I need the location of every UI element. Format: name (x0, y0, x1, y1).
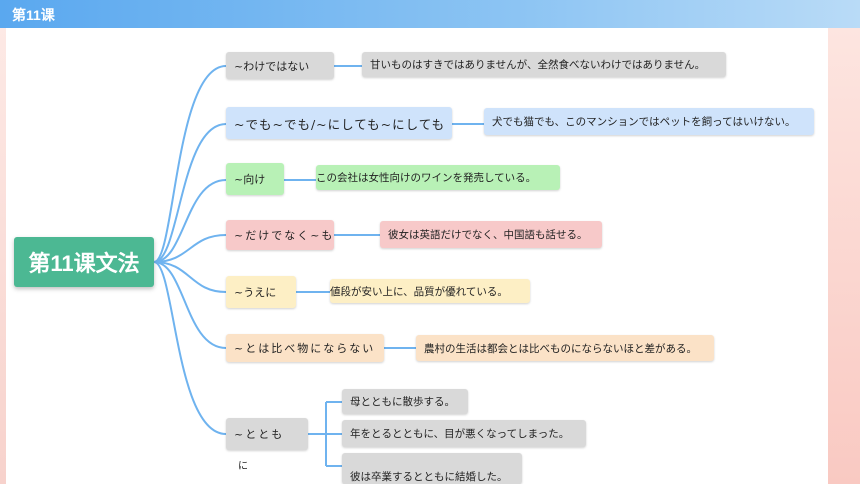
connector-root-branch-1 (153, 65, 227, 263)
example-node-muke: この会社は女性向けのワインを発売している。 (316, 165, 560, 190)
connector-root-branch-6 (153, 261, 227, 349)
grammar-node-totomoni-continuation: に (238, 461, 248, 472)
example-node-totomoni-1: 母とともに散歩する。 (342, 389, 468, 414)
connector-root-branch-2 (153, 123, 227, 263)
left-decoration (0, 28, 6, 484)
example-node-totomoni-2: 年をとるとともに、目が悪くなってしまった。 (342, 420, 586, 447)
root-node: 第11课文法 (14, 237, 154, 287)
connector-branch-7-examples (308, 401, 342, 467)
connector-root-branch-5 (153, 261, 227, 293)
grammar-node-wakedehanai: ~わけではない (226, 52, 334, 79)
example-node-ueni: 値段が安い上に、品質が優れている。 (330, 279, 530, 303)
connector-root-branch-3 (153, 179, 227, 263)
connector-root-branch-4 (153, 234, 227, 263)
header-bar: 第11课 (0, 0, 860, 28)
right-decoration (828, 28, 860, 484)
grammar-node-dakedenaku: ~だけでなく~も (226, 220, 334, 250)
example-node-demodemo: 犬でも猫でも、このマンションではペットを飼ってはいけない。 (484, 108, 814, 135)
grammar-node-ueni: ~うえに (226, 276, 296, 308)
grammar-node-kurabemono: ~とは比べ物にならない (226, 334, 384, 362)
example-node-wakedehanai: 甘いものはすきではありませんが、全然食べないわけではありません。 (362, 52, 726, 77)
example-node-dakedenaku: 彼女は英語だけでなく、中国語も話せる。 (380, 221, 602, 248)
connector-root-branch-7 (153, 261, 227, 435)
example-node-totomoni-3: 彼は卒業するとともに結婚した。 (342, 453, 522, 484)
grammar-node-totomoni: ~ととも (226, 418, 308, 450)
grammar-node-muke: ~向け (226, 163, 284, 195)
example-node-kurabemono: 農村の生活は都会とは比べものにならないほと差がある。 (416, 335, 714, 361)
header-title: 第11课 (12, 7, 55, 23)
grammar-node-demodemo: ~でも~でも/~にしても~にしても (226, 107, 452, 139)
